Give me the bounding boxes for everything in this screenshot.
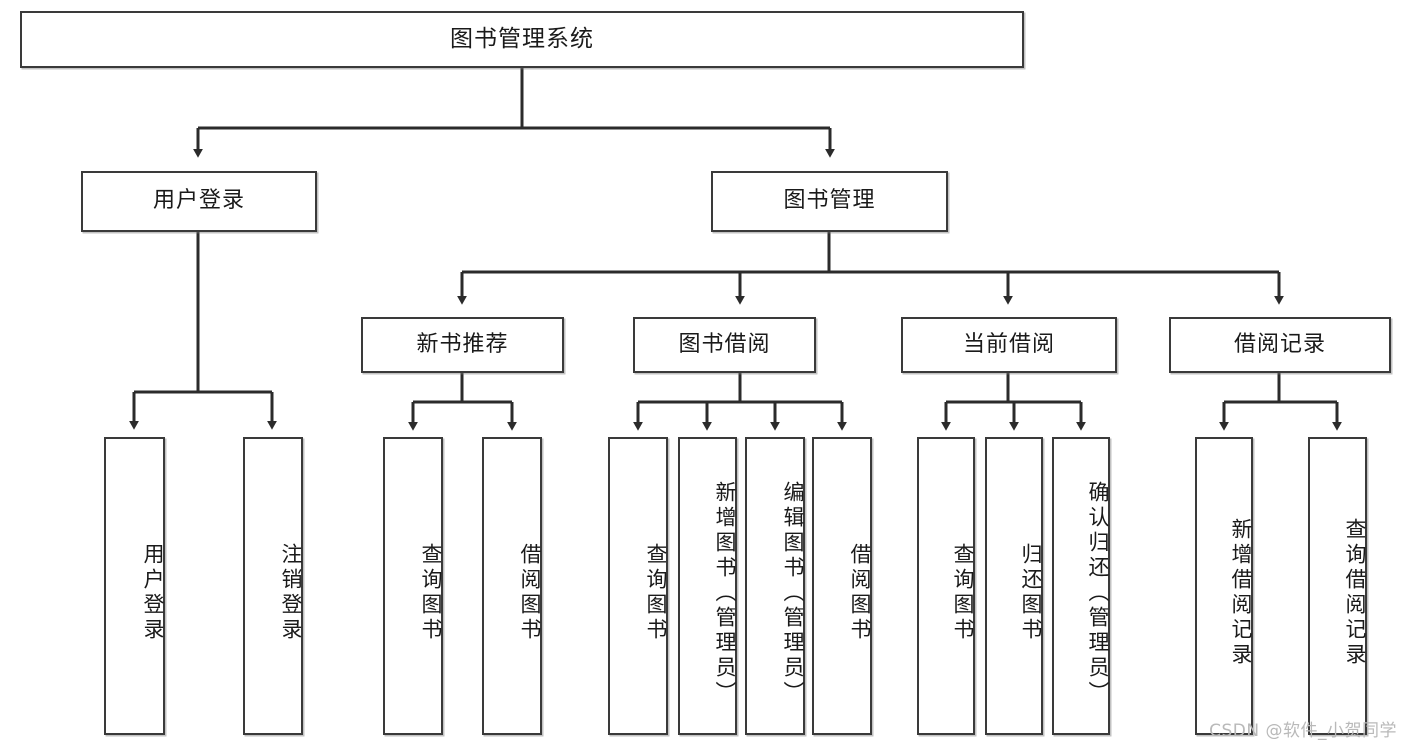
node-label: 用户登录: [152, 188, 245, 214]
node-label: 借阅图书: [848, 543, 872, 643]
leaf-book-borrow-borrow[interactable]: 借阅图书: [812, 437, 872, 735]
leaf-new-book-query[interactable]: 查询图书: [383, 437, 443, 735]
leaf-current-borrow-return[interactable]: 归还图书: [985, 437, 1043, 735]
node-label: 借阅图书: [518, 543, 542, 643]
node-root-book-management-system[interactable]: 图书管理系统: [20, 11, 1024, 68]
node-label: 图书管理: [783, 188, 876, 214]
leaf-borrow-record-add[interactable]: 新增借阅记录: [1195, 437, 1253, 735]
node-label: 新增借阅记录: [1229, 518, 1253, 668]
node-borrow-records[interactable]: 借阅记录: [1169, 317, 1391, 373]
leaf-user-login-logout[interactable]: 注销登录: [243, 437, 303, 735]
watermark-text: CSDN @软件_小贺同学: [1209, 721, 1397, 741]
node-user-login[interactable]: 用户登录: [81, 171, 317, 232]
leaf-book-borrow-query[interactable]: 查询图书: [608, 437, 668, 735]
leaf-book-borrow-add[interactable]: 新增图书（管理员）: [678, 437, 737, 735]
node-label: 图书借阅: [678, 331, 771, 357]
leaf-new-book-borrow[interactable]: 借阅图书: [482, 437, 542, 735]
node-label: 图书管理系统: [450, 25, 594, 52]
node-label: 查询图书: [644, 543, 668, 643]
node-book-borrow[interactable]: 图书借阅: [633, 317, 816, 373]
node-label: 新增图书（管理员）: [713, 480, 737, 706]
leaf-book-borrow-edit[interactable]: 编辑图书（管理员）: [745, 437, 805, 735]
node-label: 当前借阅: [962, 331, 1055, 357]
node-label: 查询图书: [951, 543, 975, 643]
leaf-current-borrow-confirm-return[interactable]: 确认归还（管理员）: [1052, 437, 1110, 735]
leaf-borrow-record-query[interactable]: 查询借阅记录: [1308, 437, 1367, 735]
node-label: 用户登录: [141, 543, 165, 643]
node-label: 编辑图书（管理员）: [781, 480, 805, 706]
node-label: 查询图书: [419, 543, 443, 643]
node-new-book-recommend[interactable]: 新书推荐: [361, 317, 564, 373]
node-label: 新书推荐: [416, 331, 509, 357]
node-label: 归还图书: [1019, 543, 1043, 643]
node-label: 确认归还（管理员）: [1086, 480, 1110, 706]
node-label: 查询借阅记录: [1343, 518, 1367, 668]
node-label: 借阅记录: [1233, 331, 1326, 357]
node-book-management[interactable]: 图书管理: [711, 171, 948, 232]
node-current-borrow[interactable]: 当前借阅: [901, 317, 1117, 373]
leaf-user-login-login[interactable]: 用户登录: [104, 437, 165, 735]
node-label: 注销登录: [279, 543, 303, 643]
leaf-current-borrow-query[interactable]: 查询图书: [917, 437, 975, 735]
